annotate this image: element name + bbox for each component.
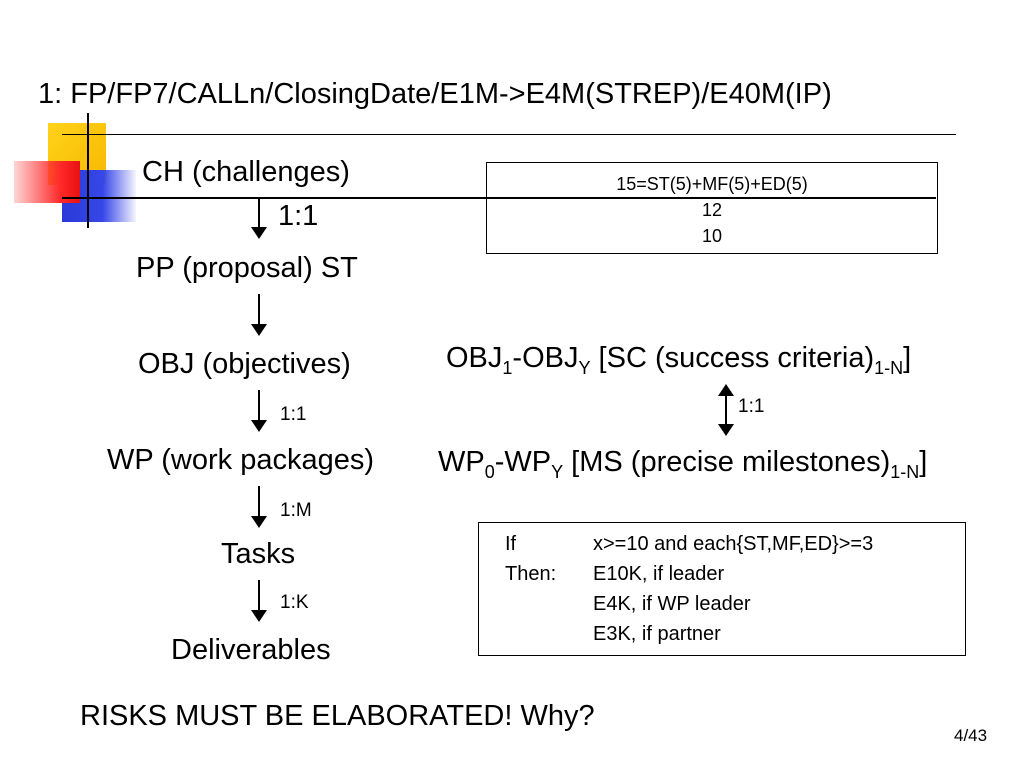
arrow-wp-to-tasks: [251, 486, 267, 528]
obj-b-sub: Y: [578, 357, 591, 378]
slide-title: 1: FP/FP7/CALLn/ClosingDate/E1M->E4M(STR…: [38, 78, 832, 110]
score-line-1: 15=ST(5)+MF(5)+ED(5): [616, 174, 808, 194]
obj-range-sub: 1-N: [874, 357, 904, 378]
obj-a-sub: 1: [502, 357, 513, 378]
tasks-node: Tasks: [221, 538, 296, 570]
wp-range-sub: 1-N: [890, 461, 920, 482]
relation-obj-wp-right: 1:1: [738, 396, 765, 417]
score-line-3: 10: [701, 226, 723, 246]
obj-rest: [SC (success criteria): [590, 342, 875, 374]
wp-a-sub: 0: [484, 461, 495, 482]
double-arrow: [718, 384, 734, 436]
if-value: x>=10 and each{ST,MF,ED}>=3: [593, 533, 874, 555]
value-3: E3K, if partner: [593, 623, 721, 645]
objectives-range-line: OBJ1-OBJY [SC (success criteria)1-N]: [446, 342, 911, 379]
score-line-2: 12: [701, 200, 723, 220]
wp-dash: -WP: [494, 446, 552, 478]
proposal-node: PP (proposal) ST: [136, 252, 358, 284]
obj-a: OBJ: [446, 342, 503, 374]
wp-a: WP: [438, 446, 485, 478]
challenges-node: CH (challenges): [142, 156, 350, 188]
arrow-pp-to-obj: [251, 294, 267, 336]
condition-if-row: If x>=10 and each{ST,MF,ED}>=3: [505, 533, 873, 556]
relation-ch-pp: 1:1: [278, 200, 319, 232]
obj-dash: -OBJ: [512, 342, 579, 374]
wp-close: ]: [919, 446, 928, 478]
logo-horizontal-line: [62, 197, 936, 199]
value-2: E4K, if WP leader: [593, 593, 751, 615]
condition-then-row: Then: E10K, if leader: [505, 563, 724, 586]
objectives-node: OBJ (objectives): [138, 348, 351, 380]
relation-wp-tasks: 1:M: [280, 500, 312, 521]
wp-rest: [MS (precise milestones): [563, 446, 891, 478]
title-divider: [62, 134, 956, 135]
relation-obj-wp: 1:1: [280, 404, 307, 425]
arrow-tasks-to-deliverables: [251, 580, 267, 622]
risks-statement: RISKS MUST BE ELABORATED! Why?: [80, 700, 595, 732]
then-value: E10K, if leader: [593, 563, 725, 585]
score-box: 15=ST(5)+MF(5)+ED(5) 12 10: [486, 162, 938, 254]
page-number: 4/43: [954, 726, 988, 745]
deliverables-node: Deliverables: [171, 634, 331, 666]
condition-row-3: E4K, if WP leader: [505, 593, 750, 616]
logo-vertical-line: [87, 113, 89, 228]
relation-tasks-deliverables: 1:K: [280, 592, 309, 613]
wp-b-sub: Y: [551, 461, 564, 482]
wp-range-line: WP0-WPY [MS (precise milestones)1-N]: [438, 446, 927, 483]
then-key: Then:: [505, 563, 557, 585]
arrow-obj-to-wp: [251, 390, 267, 432]
condition-box: If x>=10 and each{ST,MF,ED}>=3 Then: E10K,…: [478, 522, 966, 656]
condition-row-4: E3K, if partner: [505, 623, 721, 646]
obj-close: ]: [903, 342, 912, 374]
if-key: If: [505, 533, 517, 555]
arrow-ch-to-pp: [251, 197, 267, 239]
work-packages-node: WP (work packages): [107, 444, 374, 476]
logo-red-square: [14, 161, 80, 203]
